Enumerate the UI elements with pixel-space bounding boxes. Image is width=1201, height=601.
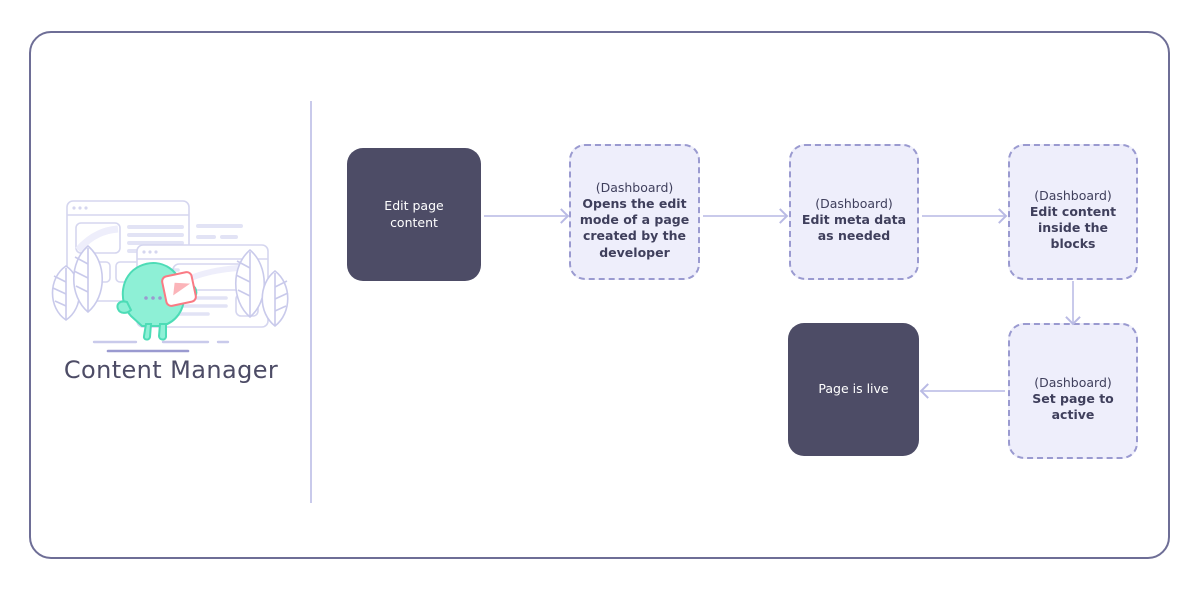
arrow-head-left-icon <box>919 383 936 399</box>
flow-node-sublabel: (Dashboard) <box>595 179 674 195</box>
flow-node-label: Page is live <box>818 381 889 397</box>
arrow-head-right-icon <box>553 208 570 224</box>
flow-arrow-5 <box>919 381 1005 401</box>
arrow-line <box>922 390 1005 392</box>
arrow-head-right-icon <box>772 208 789 224</box>
flow-node-sublabel: (Dashboard) <box>815 195 893 211</box>
arrow-line <box>922 215 1005 217</box>
flow-node-label: Edit page content <box>384 198 444 230</box>
flow-node-body: Edit meta data as needed <box>801 212 907 244</box>
flow-node-label: (Dashboard)Edit meta data as needed <box>796 180 912 245</box>
flow-node-label: (Dashboard)Opens the edit mode of a page… <box>574 163 695 261</box>
mascot <box>116 261 198 341</box>
content-manager-illustration <box>36 190 306 360</box>
flow-node-body: Opens the edit mode of a page created by… <box>579 195 690 260</box>
left-panel: Content Manager <box>36 190 306 405</box>
flow-node-body: Set page to active <box>1032 391 1114 423</box>
tree-right <box>234 248 289 328</box>
flow-node-edit-content-blocks[interactable]: (Dashboard)Edit content inside the block… <box>1008 144 1138 280</box>
vertical-divider <box>310 101 312 503</box>
arrow-line <box>484 215 567 217</box>
tree-left <box>51 244 104 321</box>
arrow-line <box>703 215 786 217</box>
flow-node-edit-page-content[interactable]: Edit page content <box>347 148 481 281</box>
arrow-line <box>1072 281 1074 323</box>
page-title: Content Manager <box>63 356 279 384</box>
flow-node-sublabel: (Dashboard) <box>1034 187 1112 203</box>
mascot-card <box>161 271 197 307</box>
flow-node-set-page-active[interactable]: (Dashboard)Set page to active <box>1008 323 1138 459</box>
flow-arrow-2 <box>703 206 789 226</box>
flow-node-body: Edit content inside the blocks <box>1029 203 1117 252</box>
flow-node-opens-edit-mode[interactable]: (Dashboard)Opens the edit mode of a page… <box>569 144 700 280</box>
flow-arrow-1 <box>484 206 570 226</box>
flow-node-page-is-live[interactable]: Page is live <box>788 323 919 456</box>
arrow-head-right-icon <box>991 208 1008 224</box>
flow-node-label: (Dashboard)Edit content inside the block… <box>1024 171 1122 252</box>
flow-node-edit-meta-data[interactable]: (Dashboard)Edit meta data as needed <box>789 144 919 280</box>
flow-arrow-3 <box>922 206 1008 226</box>
arrow-head-down-icon <box>1065 309 1081 326</box>
flow-node-label: (Dashboard)Set page to active <box>1026 359 1120 424</box>
flow-node-sublabel: (Dashboard) <box>1034 374 1112 390</box>
flow-arrow-4 <box>1063 281 1083 326</box>
